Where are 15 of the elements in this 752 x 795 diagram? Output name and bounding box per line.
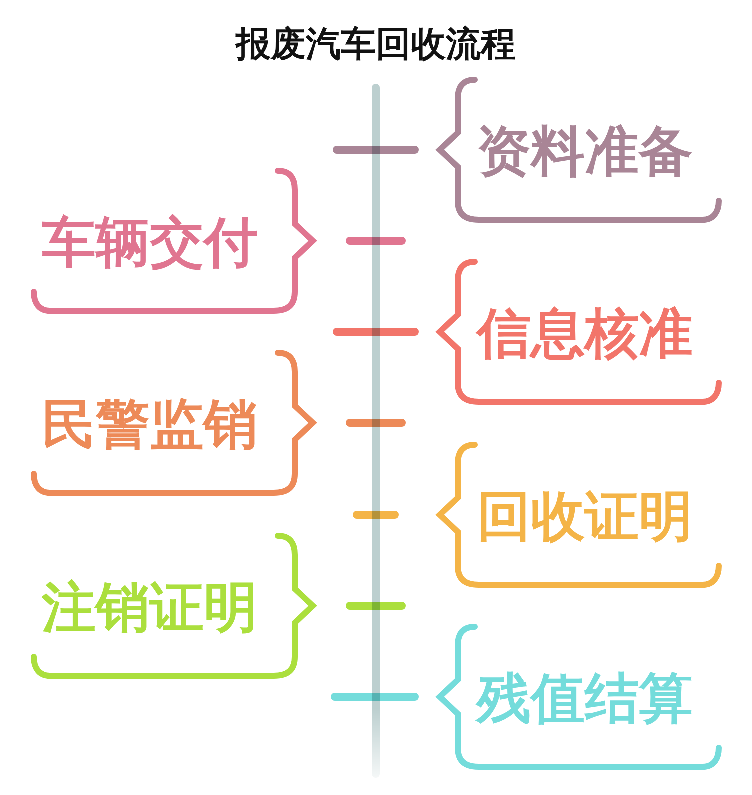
step-label: 车辆交付 (42, 215, 258, 271)
step-label: 回收证明 (477, 489, 693, 545)
brace-callout (31, 350, 316, 496)
diagram-title: 报废汽车回收流程 (236, 24, 516, 66)
step-label: 信息核准 (477, 306, 693, 362)
brace-callout (437, 442, 722, 588)
step-label: 注销证明 (42, 580, 258, 636)
brace-callout (437, 624, 722, 770)
step-label: 民警监销 (42, 397, 258, 453)
brace-callout (31, 533, 316, 679)
step-label: 资料准备 (477, 124, 693, 180)
brace-callout (31, 168, 316, 314)
step-label: 残值结算 (477, 671, 693, 727)
brace-callout (437, 259, 722, 405)
brace-callout (437, 77, 722, 223)
